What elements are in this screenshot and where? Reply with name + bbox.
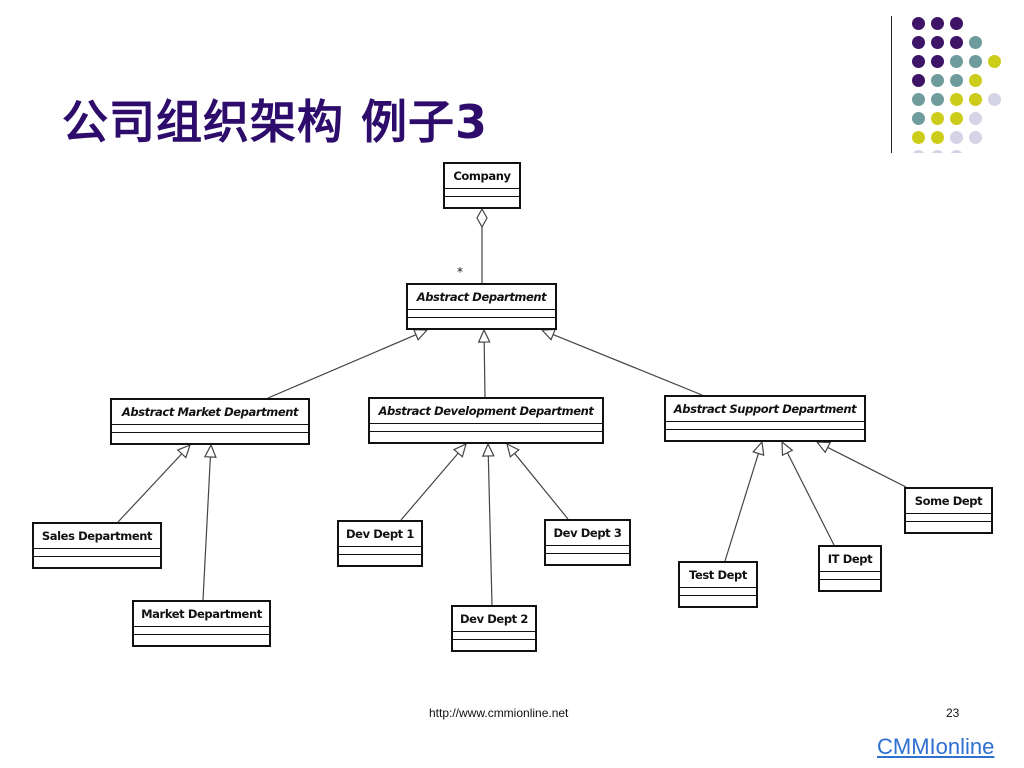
decorative-dot — [931, 112, 944, 125]
relationship-line — [400, 452, 459, 521]
class-name: Abstract Market Department — [121, 405, 299, 419]
class-sales-department: Sales Department — [32, 522, 162, 569]
brand-link[interactable]: CMMIonline — [877, 734, 995, 759]
decorative-dot — [988, 55, 1001, 68]
class-name: Market Department — [141, 607, 262, 621]
generalization-arrowhead-icon — [540, 328, 557, 341]
decorative-dot — [950, 93, 963, 106]
relationship-line — [724, 453, 760, 562]
decorative-dot — [969, 55, 982, 68]
decorative-dot — [950, 150, 963, 153]
generalization-arrowhead-icon — [203, 443, 217, 458]
decorative-dot — [931, 131, 944, 144]
decorative-dot — [931, 150, 944, 153]
class-company: Company — [443, 162, 521, 209]
relationship-line — [202, 456, 211, 601]
class-dev-dept-2: Dev Dept 2 — [451, 605, 537, 652]
decorative-dot — [969, 93, 982, 106]
decorative-dot — [969, 131, 982, 144]
header-divider — [891, 16, 892, 153]
aggregation-diamond-icon — [476, 207, 488, 229]
decorative-dot — [912, 36, 925, 49]
decorative-dot — [950, 112, 963, 125]
generalization-arrowhead-icon — [752, 440, 765, 456]
relationship-line — [514, 452, 569, 520]
decorative-dot — [931, 17, 944, 30]
decorative-dot — [969, 74, 982, 87]
class-name: Test Dept — [689, 568, 747, 582]
decorative-dot — [931, 36, 944, 49]
decorative-dot — [950, 17, 963, 30]
decorative-dot — [912, 74, 925, 87]
multiplicity-label: * — [457, 265, 463, 279]
decorative-dot — [912, 17, 925, 30]
generalization-arrowhead-icon — [781, 440, 794, 457]
decorative-dot — [931, 74, 944, 87]
relationship-line — [117, 453, 183, 523]
class-name: Abstract Department — [416, 290, 547, 304]
class-abstract-department: Abstract Department — [406, 283, 557, 330]
decorative-dot — [912, 131, 925, 144]
decorative-dot — [950, 74, 963, 87]
class-name: Abstract Development Department — [378, 404, 594, 418]
decorative-dot — [912, 150, 925, 153]
class-it-dept: IT Dept — [818, 545, 882, 592]
class-name: Dev Dept 1 — [346, 527, 414, 541]
relationship-line — [483, 341, 486, 398]
decorative-dot — [912, 112, 925, 125]
decorative-dot — [931, 55, 944, 68]
class-dev-dept-1: Dev Dept 1 — [337, 520, 423, 567]
relationship-line — [487, 455, 493, 606]
decorative-dot — [912, 55, 925, 68]
class-name: Dev Dept 2 — [460, 612, 528, 626]
relationship-line — [786, 452, 835, 546]
relationship-line — [267, 334, 417, 399]
generalization-arrowhead-icon — [477, 328, 491, 343]
class-name: Company — [453, 169, 511, 183]
relationship-line — [827, 446, 907, 488]
generalization-arrowhead-icon — [815, 441, 832, 454]
decorative-dot — [988, 93, 1001, 106]
decorative-dot — [950, 55, 963, 68]
class-name: Abstract Support Department — [673, 402, 857, 416]
class-name: Sales Department — [41, 529, 153, 543]
generalization-arrowhead-icon — [412, 329, 429, 341]
page-number: 23 — [946, 706, 960, 720]
decorative-dot — [950, 36, 963, 49]
decorative-dot — [912, 93, 925, 106]
decorative-dot — [969, 112, 982, 125]
relationship-line — [552, 333, 703, 396]
decorative-dot — [950, 131, 963, 144]
class-abstract-market-department: Abstract Market Department — [110, 398, 310, 445]
slide-title: 公司组织架构 例子3 — [62, 95, 489, 149]
class-test-dept: Test Dept — [678, 561, 758, 608]
class-dev-dept-3: Dev Dept 3 — [544, 519, 631, 566]
class-market-department: Market Department — [132, 600, 271, 647]
class-some-dept: Some Dept — [904, 487, 993, 534]
generalization-arrowhead-icon — [452, 442, 467, 458]
generalization-arrowhead-icon — [176, 443, 191, 459]
class-name: Some Dept — [914, 494, 983, 508]
footer-url: http://www.cmmionline.net — [429, 706, 569, 720]
class-name: Dev Dept 3 — [553, 526, 622, 540]
class-abstract-support-department: Abstract Support Department — [664, 395, 866, 442]
generalization-arrowhead-icon — [506, 442, 520, 458]
class-name: IT Dept — [827, 552, 873, 566]
decorative-dot-grid — [912, 17, 1012, 153]
generalization-arrowhead-icon — [481, 442, 495, 457]
decorative-dot — [969, 36, 982, 49]
decorative-dot — [931, 93, 944, 106]
class-abstract-development-department: Abstract Development Department — [368, 397, 604, 444]
